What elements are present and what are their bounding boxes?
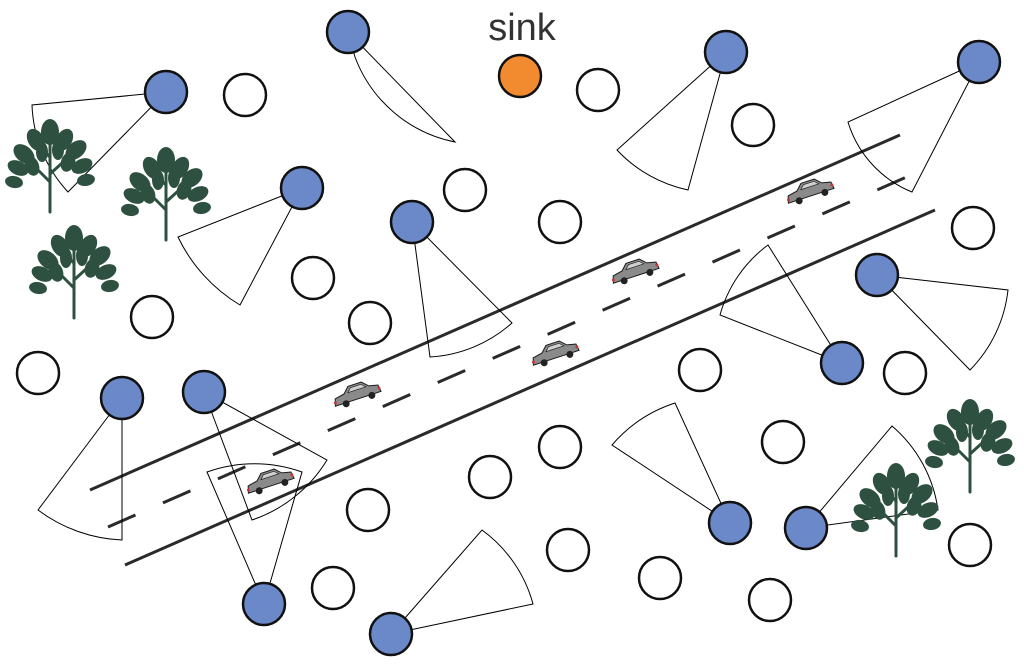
- sensor-sector: [347, 31, 457, 143]
- camera-sensor-nodes: [99, 9, 1002, 657]
- tree-icon: [2, 117, 98, 214]
- sensor-sector: [847, 60, 981, 193]
- plain-sensor-node: [950, 205, 996, 251]
- plain-sensor-node: [747, 577, 793, 623]
- camera-sensor-node: [389, 199, 435, 245]
- camera-sensor-node: [241, 581, 287, 627]
- plain-sensor-node: [442, 167, 488, 213]
- camera-sensor-node: [279, 165, 325, 211]
- sensor-sector: [611, 402, 732, 525]
- sensor-sector: [616, 50, 727, 191]
- plain-sensor-node: [290, 255, 336, 301]
- plain-sensor-node: [545, 527, 591, 573]
- road-lane-divider: [107, 170, 919, 529]
- plain-sensor-node: [15, 350, 61, 396]
- sensor-sector: [177, 187, 304, 306]
- camera-sensor-node: [783, 505, 829, 551]
- car-icon: [527, 335, 582, 371]
- sensing-sectors: [31, 31, 1009, 635]
- plain-sensor-node: [637, 555, 683, 601]
- sensor-sector: [719, 244, 844, 365]
- camera-sensor-node: [181, 369, 227, 415]
- plain-sensor-node: [575, 67, 621, 113]
- camera-sensor-node: [143, 69, 189, 115]
- sensor-sector: [875, 274, 1009, 371]
- road: [89, 133, 936, 567]
- camera-sensor-node: [819, 340, 865, 386]
- plain-sensor-node: [882, 350, 928, 396]
- plain-sensor-node: [129, 294, 175, 340]
- camera-sensor-node: [325, 9, 371, 55]
- plain-sensor-node: [730, 102, 776, 148]
- road-edge-upper: [89, 133, 901, 492]
- plain-sensor-node: [347, 300, 393, 346]
- sensor-sector: [203, 390, 328, 521]
- camera-sensor-node: [854, 252, 900, 298]
- camera-sensor-node: [956, 39, 1002, 85]
- sensor-sector: [411, 220, 513, 358]
- road-edge-lower: [124, 208, 936, 567]
- sink-label: sink: [488, 7, 557, 49]
- sensor-sector: [37, 396, 123, 541]
- sink-node: [497, 53, 543, 99]
- camera-sensor-node: [707, 500, 753, 546]
- tree-icon: [118, 145, 214, 242]
- plain-sensor-nodes: [15, 67, 996, 623]
- plain-sensor-node: [467, 454, 513, 500]
- sink: sink: [488, 7, 557, 99]
- camera-sensor-node: [368, 611, 414, 657]
- sensor-sector: [389, 529, 534, 635]
- plain-sensor-node: [677, 347, 723, 393]
- camera-sensor-node: [99, 375, 145, 421]
- plain-sensor-node: [537, 424, 583, 470]
- plain-sensor-node: [222, 72, 268, 118]
- plain-sensor-node: [310, 565, 356, 611]
- tree-icon: [26, 223, 122, 320]
- car-icon: [782, 173, 837, 209]
- sensor-sector: [206, 463, 303, 606]
- tree-icon: [848, 461, 944, 558]
- tree-icon: [922, 397, 1018, 494]
- plain-sensor-node: [760, 419, 806, 465]
- plain-sensor-node: [537, 199, 583, 245]
- plain-sensor-node: [947, 522, 993, 568]
- camera-sensor-node: [703, 29, 749, 75]
- plain-sensor-node: [345, 487, 391, 533]
